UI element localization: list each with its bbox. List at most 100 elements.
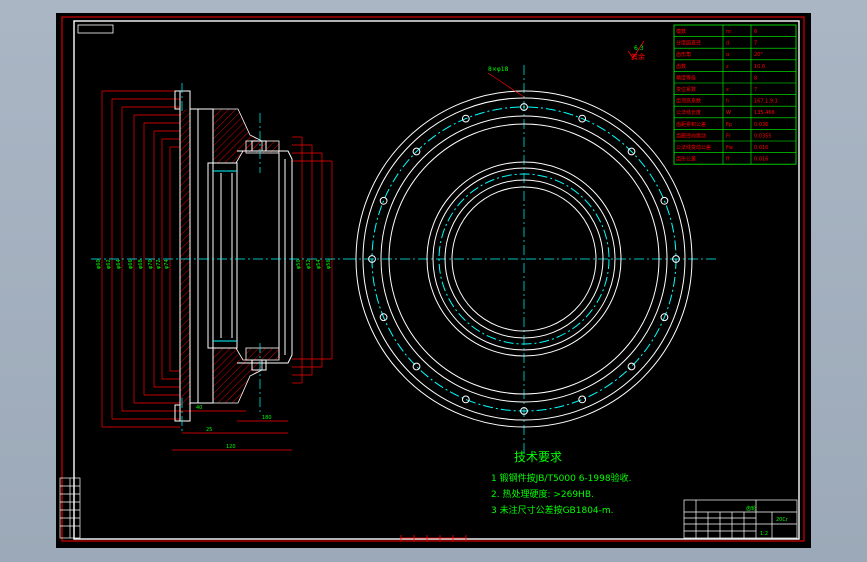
outer-frame: [61, 16, 805, 542]
bolt-hole-5: [672, 255, 680, 263]
ring-1: [355, 90, 693, 428]
inner-frame: [73, 20, 800, 540]
tech-item-3: 3 未注尺寸公差按GB1804-m.: [491, 504, 614, 516]
bolt-hole-6: [660, 313, 669, 322]
param-value-1: 6: [754, 29, 757, 35]
param-symbol-9: Fp: [726, 122, 732, 128]
tech-title: 技术要求: [514, 450, 562, 464]
param-value-9: 0.036: [754, 122, 768, 128]
dim-label-bottom-3: 180: [262, 415, 272, 421]
dim-label-bottom-1: 25: [206, 427, 212, 433]
ring-3: [371, 106, 677, 412]
hole-callout-label: 8×φ18: [488, 66, 509, 73]
param-value-7: 167,1,9.1: [754, 99, 778, 105]
frame-ruler-marks: [400, 535, 467, 541]
dim-label-left-4: φ66: [128, 259, 134, 269]
dim-label-left-2: φ62: [106, 259, 112, 269]
param-name-10: 齿圈径向跳动: [676, 132, 706, 139]
bolt-hole-10: [461, 395, 470, 404]
param-symbol-2: d: [726, 41, 729, 47]
dim-label-left-8: φ74: [164, 259, 170, 269]
param-value-11: 0.016: [754, 145, 768, 151]
dim-label-left-1: φ60: [96, 259, 102, 269]
ring-5: [388, 123, 660, 395]
section-centerlines: [91, 83, 346, 433]
param-symbol-8: W: [726, 110, 731, 116]
title-block-material: 20Cr: [776, 517, 789, 523]
param-value-3: 20°: [754, 52, 763, 58]
bolt-hole-7: [627, 362, 636, 371]
param-name-6: 变位系数: [676, 86, 696, 93]
ring-7: [432, 167, 616, 351]
dim-label-left-6: φ70: [148, 259, 154, 269]
param-name-8: 公法线长度: [676, 109, 701, 116]
title-block-part-name: 齿轮: [746, 505, 756, 512]
title-block-scale: 1:2: [760, 531, 768, 537]
bolt-hole-9: [520, 407, 528, 415]
dim-label-left-5: φ68: [138, 259, 144, 269]
dim-label-bottom-2: 120: [226, 444, 236, 450]
param-symbol-7: h: [726, 99, 729, 105]
bolt-hole-2: [578, 114, 587, 123]
section-hatch: [180, 108, 280, 405]
param-name-11: 公法线变动公差: [676, 144, 711, 151]
roughness-note: 其余: [631, 52, 645, 61]
param-value-5: 8: [754, 75, 757, 81]
param-symbol-12: ff: [726, 157, 730, 163]
revision-table: [59, 477, 81, 539]
ring-9: [444, 179, 604, 339]
param-symbol-11: Fw: [726, 145, 733, 151]
technical-requirements: 技术要求 1 锻钢件按JB/T5000 6-1998验收. 2. 热处理硬度: …: [491, 450, 631, 516]
dim-label-left-7: φ72: [156, 259, 162, 269]
param-value-6: 7: [754, 87, 757, 93]
param-name-4: 齿数: [676, 63, 686, 70]
dimension-labels-bottom: 25 120 180 40: [196, 405, 272, 450]
param-name-3: 齿形角: [676, 51, 691, 58]
param-name-5: 精度等级: [676, 74, 696, 81]
bolt-hole-14: [379, 196, 388, 205]
bolt-hole-13: [368, 255, 376, 263]
dim-label-bottom-4: 40: [196, 405, 202, 411]
param-name-2: 分度圆直径: [676, 40, 701, 47]
param-value-2: 7: [754, 41, 757, 47]
param-value-10: 0.0355: [754, 133, 772, 139]
param-name-9: 齿距累积公差: [676, 121, 706, 128]
param-symbol-1: m: [726, 29, 731, 35]
param-name-12: 齿形公差: [676, 156, 696, 163]
gear-rings: [355, 90, 693, 428]
roughness-symbol: 6.3 其余: [627, 40, 645, 61]
bolt-hole-4: [660, 196, 669, 205]
hole-callout: 8×φ18: [487, 66, 525, 98]
param-name-1: 模数: [676, 28, 686, 35]
bolt-holes: [368, 103, 680, 415]
ring-10: [451, 186, 597, 332]
param-symbol-4: z: [726, 64, 729, 70]
tech-item-1: 1 锻钢件按JB/T5000 6-1998验收.: [491, 472, 631, 484]
title-block: [683, 499, 798, 539]
dim-label-left-3: φ64: [116, 259, 122, 269]
dim-label-right-1: φ50: [296, 259, 302, 269]
ring-8: [438, 173, 610, 345]
dim-label-right-2: φ52: [306, 259, 312, 269]
bolt-hole-1: [520, 103, 528, 111]
bolt-hole-16: [461, 114, 470, 123]
section-outline: [174, 90, 293, 422]
tech-item-2: 2. 热处理硬度: >269HB.: [491, 488, 594, 500]
param-value-4: 10.6: [754, 64, 765, 70]
ring-4: [380, 115, 668, 403]
dimension-labels-right: φ50 φ52 φ54 φ56: [296, 259, 332, 269]
dim-label-right-4: φ56: [326, 259, 332, 269]
front-centerlines: [346, 65, 716, 453]
dim-label-right-3: φ54: [316, 259, 322, 269]
bolt-hole-11: [412, 362, 421, 371]
gear-front-view: 8×φ18 6.3 其余: [346, 40, 716, 453]
drawing-number-box: [77, 24, 114, 34]
bolt-hole-15: [412, 147, 421, 156]
bolt-hole-12: [379, 313, 388, 322]
param-name-7: 齿顶高系数: [676, 98, 701, 105]
